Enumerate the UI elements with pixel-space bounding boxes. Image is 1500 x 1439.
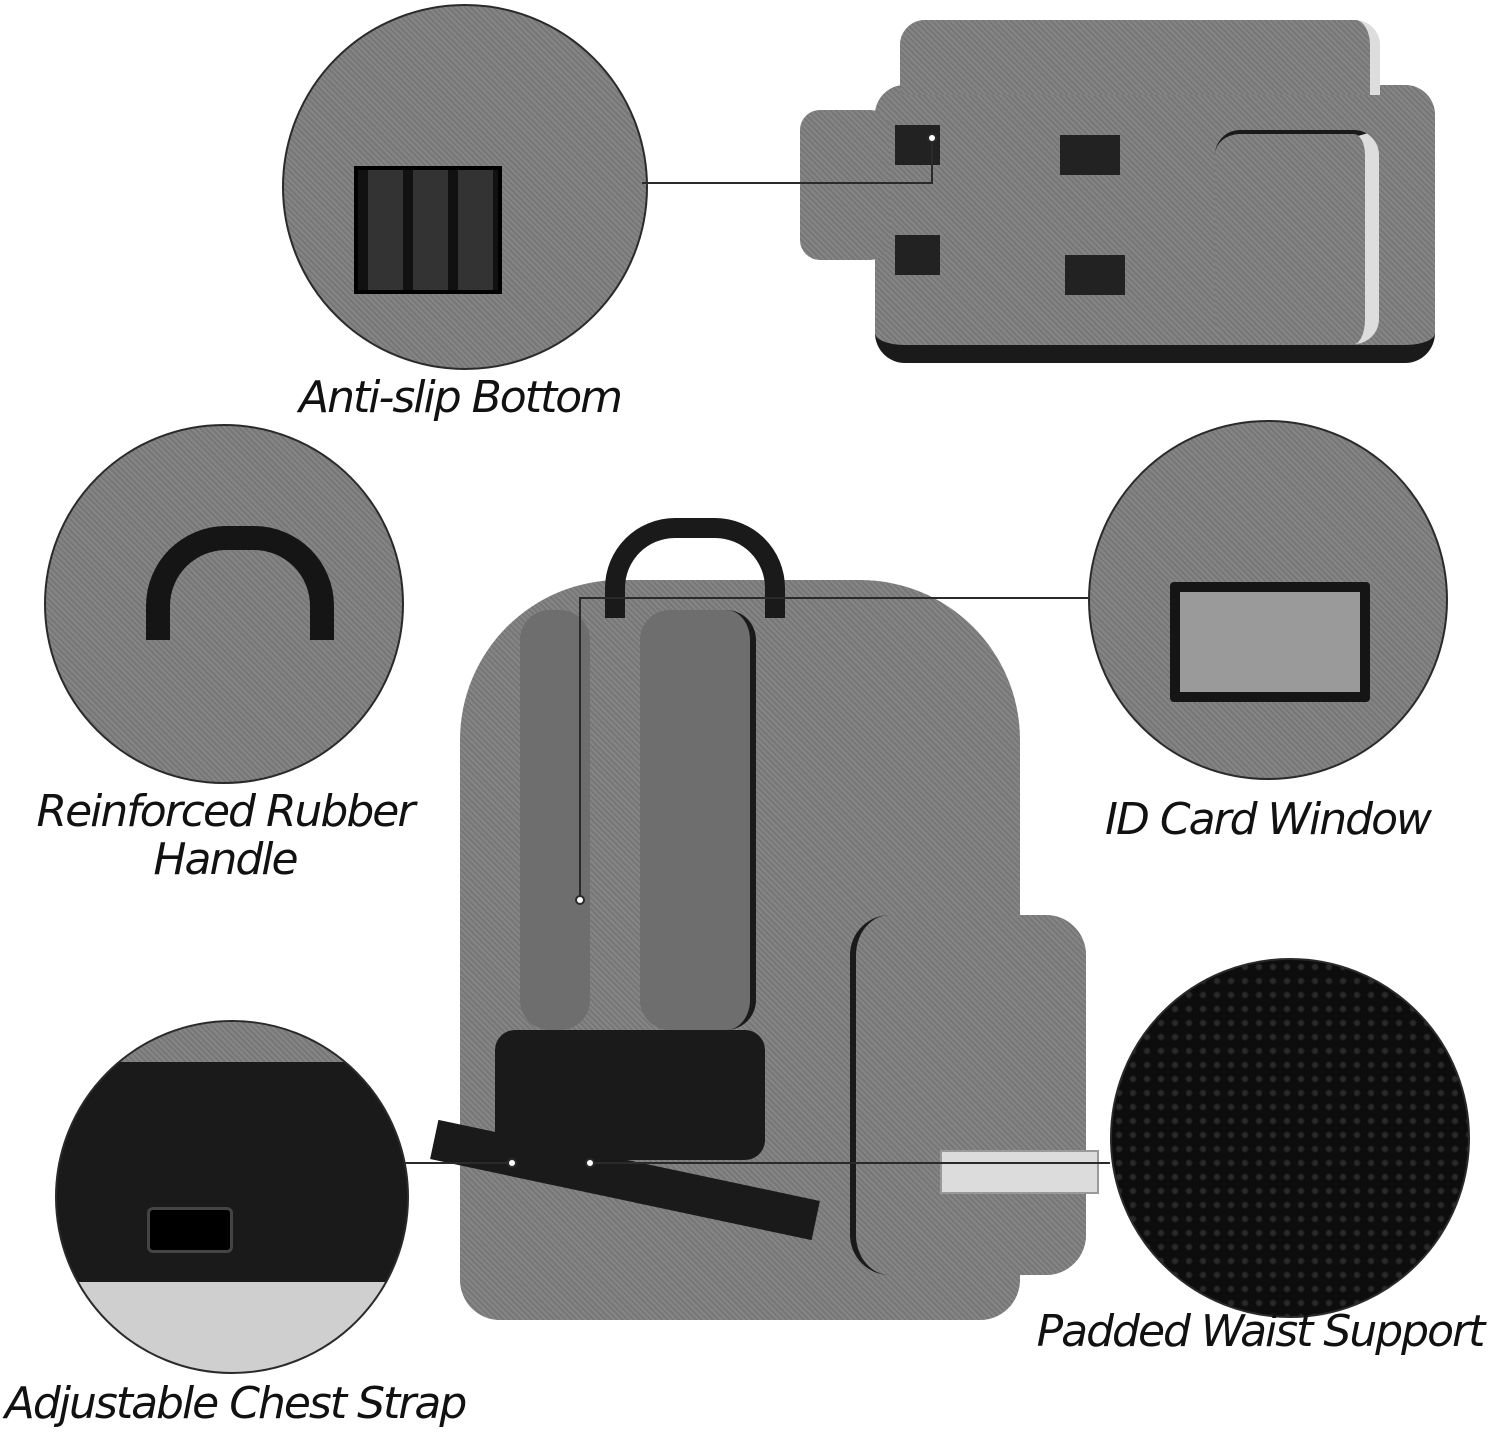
id-card-window-closeup xyxy=(1170,582,1370,702)
label-line-1: Reinforced Rubber xyxy=(36,786,416,837)
detail-circle-handle xyxy=(44,424,404,784)
detail-circle-id-card xyxy=(1088,420,1448,780)
top-pocket xyxy=(900,20,1380,95)
front-pocket xyxy=(1215,130,1379,344)
detail-circle-anti-slip xyxy=(282,4,648,370)
floor xyxy=(57,1282,407,1372)
fabric-edge xyxy=(57,1022,407,1062)
marker-dot xyxy=(575,895,585,905)
shoulder-strap xyxy=(520,610,590,1030)
label-adjustable-chest-strap: Adjustable Chest Strap xyxy=(4,1378,468,1429)
front-pocket xyxy=(850,915,1086,1275)
label-reinforced-rubber-handle: Reinforced Rubber Handle xyxy=(20,788,430,884)
marker-dot xyxy=(927,133,937,143)
anti-slip-pad-closeup xyxy=(354,166,502,294)
shoulder-strap xyxy=(640,610,756,1030)
detail-circle-chest xyxy=(55,1020,409,1374)
label-line-2: Handle xyxy=(153,834,298,885)
anti-slip-pad xyxy=(1060,135,1120,175)
reflective-strip xyxy=(940,1150,1099,1194)
buckle-closeup xyxy=(147,1207,233,1253)
label-anti-slip-bottom: Anti-slip Bottom xyxy=(298,372,623,423)
connector-anti-slip xyxy=(642,138,933,184)
marker-dot xyxy=(507,1158,517,1168)
detail-circle-waist xyxy=(1110,958,1470,1318)
label-padded-waist-support: Padded Waist Support xyxy=(1036,1306,1486,1357)
anti-slip-pad xyxy=(1065,255,1125,295)
connector-id-card xyxy=(579,597,1088,900)
side-pocket xyxy=(800,110,890,260)
marker-dot xyxy=(585,1158,595,1168)
label-id-card-window: ID Card Window xyxy=(1105,794,1432,845)
anti-slip-pad xyxy=(895,235,940,275)
back-mesh xyxy=(495,1030,765,1160)
